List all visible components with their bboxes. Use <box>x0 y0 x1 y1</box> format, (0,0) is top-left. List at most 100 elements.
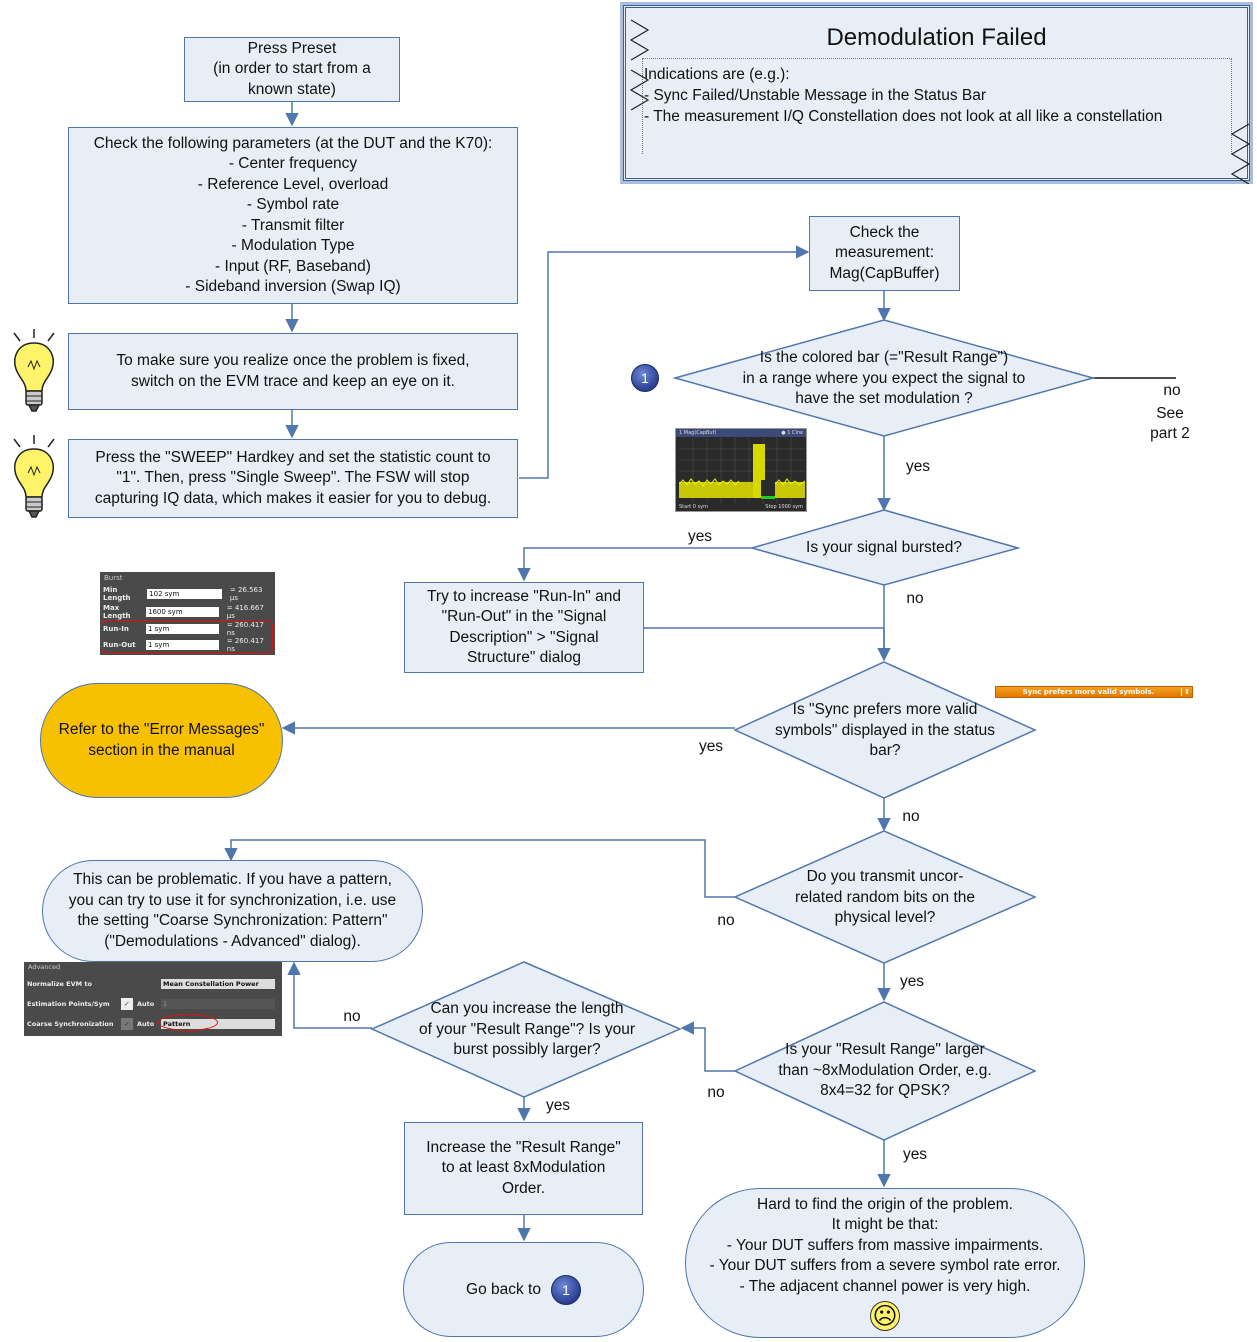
check-param-item: - Symbol rate <box>246 196 340 213</box>
burst-row-result: = 260.417 ns <box>226 621 264 637</box>
lightbulb-icon <box>13 329 55 412</box>
step-evm-tip: To make sure you realize once the proble… <box>68 333 518 410</box>
step-check-measurement: Check the measurement: Mag(CapBuffer) <box>809 216 960 291</box>
terminal-problematic: This can be problematic. If you have a p… <box>42 860 423 962</box>
sad-face-icon: ☹ <box>870 1301 900 1332</box>
decision-bursted-text: Is your signal bursted? <box>806 538 962 556</box>
label-yes-bursted: yes <box>687 528 713 545</box>
burst-settings-screenshot: Burst Min Length 102 sym = 26.563 µs Max… <box>100 572 275 655</box>
panel-dotted-frame <box>642 58 1232 154</box>
label-no-length: no <box>343 1008 361 1025</box>
check-param-item: - Input (RF, Baseband) <box>215 257 371 275</box>
check-params-heading: Check the following parameters (at the D… <box>93 134 493 152</box>
mag-stop: Stop 1000 sym <box>765 504 803 510</box>
burst-row-value: 1 sym <box>145 640 219 650</box>
burst-row-result: = 26.563 µs <box>229 585 263 602</box>
burst-row-label: Run-Out <box>103 641 136 649</box>
checkbox-icon: ✓ <box>121 1017 133 1030</box>
burst-highlight-ring <box>101 620 273 654</box>
step-run-in-run-out: Try to increase "Run-In" and "Run-Out" i… <box>404 582 644 673</box>
check-param-item: - Sideband inversion (Swap IQ) <box>185 278 401 295</box>
arrow-length-no <box>287 961 372 1029</box>
burst-row-label: Run-In <box>103 625 129 633</box>
decision-colored-bar <box>672 319 1096 437</box>
label-yes-length: yes <box>545 1097 571 1114</box>
decision-increase-length-text: Can you increase the length of your "Res… <box>418 1000 636 1059</box>
mag-title: 1 Mag(CapBuf) <box>679 430 717 436</box>
check-param-item: - Transmit filter <box>241 216 345 234</box>
checkbox-icon: ✓ <box>121 997 133 1010</box>
arrow-random-no <box>224 839 735 898</box>
pattern-highlight-ring <box>158 1014 218 1031</box>
check-param-item: - Center frequency <box>228 155 358 172</box>
label-no-sync: no <box>902 808 920 825</box>
advanced-row-check: Auto <box>137 999 155 1008</box>
step-increase-range: Increase the "Result Range" to at least … <box>404 1122 643 1215</box>
label-yes-colored: yes <box>905 458 931 475</box>
label-no-random: no <box>717 912 735 929</box>
mag-status: ● 1 Clrw <box>781 430 803 436</box>
burst-row-value: 1600 sym <box>145 606 219 617</box>
check-param-item: - Modulation Type <box>231 237 355 254</box>
step-press-preset: Press Preset (in order to start from a k… <box>184 37 400 102</box>
burst-row-label: Min Length <box>103 585 131 602</box>
advanced-settings-screenshot: Advanced Normalize EVM to Mean Constella… <box>24 962 282 1036</box>
burst-header: Burst <box>104 574 123 582</box>
panel-zigzag-decor <box>629 19 1251 184</box>
mag-trace-plot <box>679 438 805 504</box>
advanced-row-value: 1 <box>161 998 275 1009</box>
advanced-row-label: Normalize EVM to <box>27 979 92 988</box>
scroll-arrow-icon: ⇕ <box>1181 688 1192 696</box>
advanced-header: Advanced <box>28 963 61 971</box>
advanced-row-check: Auto <box>137 1019 155 1028</box>
label-yes-random: yes <box>899 973 925 990</box>
panel-line-2: - Sync Failed/Unstable Message in the St… <box>644 87 987 104</box>
check-param-item: - Reference Level, overload <box>197 175 389 193</box>
decision-sync-prefers-text: Is "Sync prefers more valid symbols" dis… <box>774 701 996 760</box>
burst-row-value: 102 sym <box>147 588 222 599</box>
decision-bursted <box>749 509 1021 586</box>
marker-1-icon: 1 <box>631 364 659 392</box>
terminal-go-back: Go back to 1 <box>403 1242 644 1337</box>
mag-capbuffer-screenshot: 1 Mag(CapBuf) ● 1 Clrw Start 0 sym Stop … <box>675 428 807 512</box>
arrow-sweep-to-check <box>519 245 810 479</box>
mag-start: Start 0 sym <box>679 504 709 510</box>
decision-result-range-larger <box>733 1001 1037 1141</box>
advanced-row-value: Mean Constellation Power <box>161 978 275 989</box>
step-check-parameters: Check the following parameters (at the D… <box>68 127 518 304</box>
decision-increase-length <box>370 961 682 1098</box>
advanced-row-label: Estimation Points/Sym <box>27 999 110 1008</box>
step-sweep-tip: Press the "SWEEP" Hardkey and set the st… <box>68 439 518 518</box>
advanced-row-label: Coarse Synchronization <box>27 1019 114 1028</box>
decision-random-bits <box>733 830 1037 964</box>
burst-row-label: Max Length <box>103 603 131 620</box>
burst-row-result: = 260.417 ns <box>226 637 264 653</box>
title-panel: Demodulation Failed Indications are (e.g… <box>623 5 1251 184</box>
go-back-text: Go back to <box>466 1280 541 1298</box>
status-bar-message: Sync prefers more valid symbols. ⇕ <box>995 686 1193 698</box>
label-no-part2: no <box>1163 382 1181 399</box>
decision-sync-prefers <box>733 661 1037 799</box>
marker-1-icon: 1 <box>550 1274 581 1305</box>
terminal-error-messages: Refer to the "Error Messages" section in… <box>40 683 283 798</box>
arrow-bursted-yes <box>517 547 752 582</box>
arrow-runin-back <box>644 627 885 660</box>
lightbulb-icon <box>13 435 55 518</box>
burst-row-value: 1 sym <box>145 624 219 634</box>
arrow-range-no <box>680 1021 735 1072</box>
label-no-bursted: no <box>906 590 924 607</box>
label-no-range: no <box>707 1084 725 1101</box>
decision-colored-bar-text: Is the colored bar (="Result Range") in … <box>742 349 1026 408</box>
panel-line-1: Indications are (e.g.): <box>644 66 790 83</box>
decision-result-range-larger-text: Is your "Result Range" larger than ~8xMo… <box>778 1041 992 1100</box>
label-see-part2: See part 2 <box>1150 405 1190 442</box>
terminal-hard-to-find: Hard to find the origin of the problem. … <box>685 1188 1085 1338</box>
status-msg-text: Sync prefers more valid symbols. <box>1022 688 1155 696</box>
decision-random-bits-text: Do you transmit uncor- related random bi… <box>794 868 976 927</box>
panel-title: Demodulation Failed <box>826 24 1047 51</box>
label-yes-sync: yes <box>698 738 724 755</box>
burst-row-result: = 416.667 µs <box>226 603 264 620</box>
panel-line-3: - The measurement I/Q Constellation does… <box>644 108 1163 125</box>
